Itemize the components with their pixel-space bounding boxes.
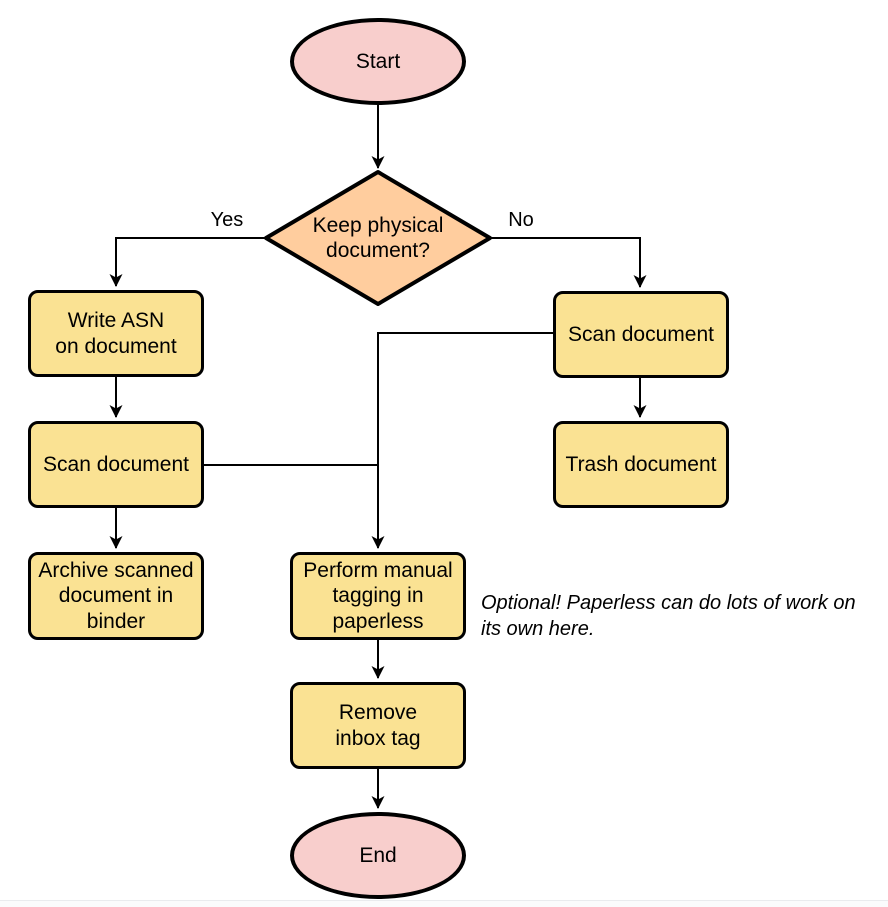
remove-inbox-tag-label: Remove inbox tag <box>335 701 421 750</box>
archive-node: Archive scanned document in binder <box>28 552 204 640</box>
archive-label: Archive scanned document in binder <box>38 559 194 633</box>
edge-decision-yes-to-write-asn <box>109 237 266 287</box>
end-label: End <box>359 843 397 867</box>
trash-document-label: Trash document <box>565 452 717 476</box>
edge-label-yes: Yes <box>197 209 257 231</box>
decision-diamond <box>264 170 492 306</box>
manual-tagging-label: Perform manual tagging in paperless <box>303 559 453 633</box>
bottom-edge-divider <box>0 900 888 907</box>
end-node: End <box>290 812 466 899</box>
scan-document-right-label: Scan document <box>568 322 714 346</box>
decision-node-label: Keep physical document? <box>276 172 480 304</box>
scan-document-left-node: Scan document <box>28 421 204 508</box>
remove-inbox-tag-node: Remove inbox tag <box>290 682 466 769</box>
trash-document-node: Trash document <box>553 421 729 508</box>
scan-document-right-node: Scan document <box>553 291 729 378</box>
edge-label-no: No <box>491 209 551 231</box>
start-label: Start <box>355 49 401 73</box>
decision-label: Keep physical document? <box>312 213 444 262</box>
manual-tagging-node: Perform manual tagging in paperless <box>290 552 466 640</box>
edge-scan-right-to-tagging <box>371 332 553 549</box>
write-asn-label: Write ASN on document <box>55 309 177 358</box>
start-node: Start <box>290 18 466 105</box>
write-asn-node: Write ASN on document <box>28 290 204 377</box>
edge-decision-no-to-scan-right <box>490 237 647 288</box>
scan-document-left-label: Scan document <box>43 452 189 476</box>
optional-note: Optional! Paperless can do lots of work … <box>481 592 856 640</box>
